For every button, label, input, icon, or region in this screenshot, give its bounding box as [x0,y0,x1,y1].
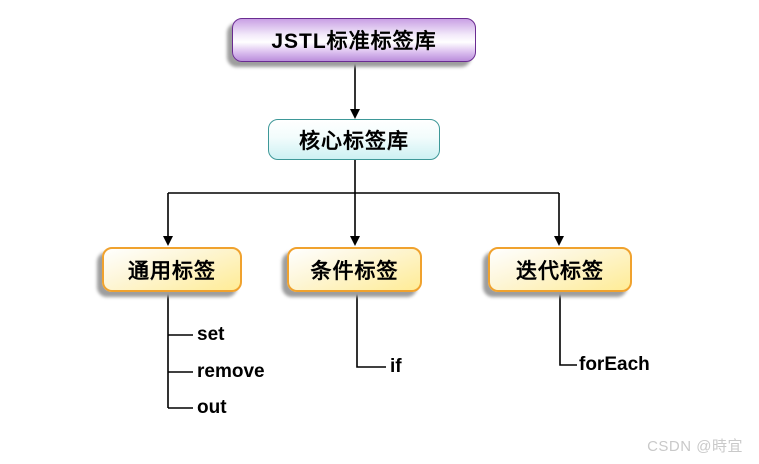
leaf-set: set [197,324,225,345]
node-core-taglib: 核心标签库 [268,119,440,160]
connector-leaf-foreach [559,292,577,366]
leaf-out: out [197,397,227,418]
node-core-taglib-label: 核心标签库 [299,129,409,153]
leaf-remove: remove [197,361,265,382]
node-branch-condition: 条件标签 [287,247,422,292]
connector-leaves-general [167,292,193,409]
leaf-if: if [390,356,402,377]
node-branch-general: 通用标签 [102,247,242,292]
leaf-foreach: forEach [579,354,650,375]
arrowhead-core [350,109,360,119]
arrowhead-branch-left [163,236,173,246]
node-jstl-root: JSTL标准标签库 [232,18,476,62]
node-branch-iteration-label: 迭代标签 [516,259,604,283]
arrowhead-branch-middle [350,236,360,246]
node-branch-condition-label: 条件标签 [310,259,399,283]
arrowhead-branch-right [554,236,564,246]
node-branch-iteration: 迭代标签 [488,247,632,292]
node-jstl-root-label: JSTL标准标签库 [271,30,437,53]
connector-leaf-if [356,292,386,368]
node-branch-general-label: 通用标签 [128,259,216,283]
csdn-watermark: CSDN @時宜 [647,438,743,455]
